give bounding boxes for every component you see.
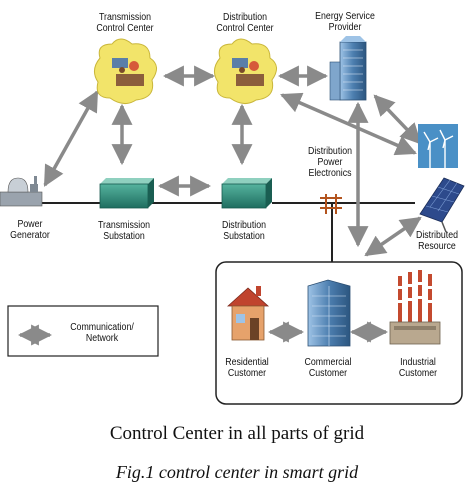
distribution-power-electronics-icon <box>320 194 342 214</box>
power-generator-icon <box>0 176 43 207</box>
industrial-plant-icon <box>389 270 441 345</box>
energy-service-provider-icon <box>329 36 367 101</box>
customer-region-box <box>215 261 463 405</box>
main-caption: Control Center in all parts of grid <box>109 423 365 444</box>
distribution-substation-icon <box>221 178 272 209</box>
distribution-control-center-icon <box>214 38 277 104</box>
commercial-building-icon <box>307 279 351 347</box>
power-lines <box>40 202 415 262</box>
commercial-customer-label: Commercial Customer <box>304 357 352 379</box>
residential-house-icon <box>226 286 270 341</box>
power-generator-label: Power Generator <box>10 219 50 241</box>
transmission-control-center-label: Transmission Control Center <box>96 12 154 34</box>
distributed-resource-label: Distributed Resource <box>415 230 459 252</box>
energy-service-provider-label: Energy Service Provider <box>315 11 375 33</box>
transmission-control-center-icon <box>94 38 157 104</box>
industrial-customer-label: Industrial Customer <box>398 357 438 379</box>
distributed-resource-icon <box>418 124 465 233</box>
transmission-substation-icon <box>99 178 154 209</box>
legend-box <box>7 305 159 357</box>
transmission-substation-label: Transmission Substation <box>97 220 151 242</box>
figure-caption: Fig.1 control center in smart grid <box>115 462 359 482</box>
communication-arrows <box>17 65 422 346</box>
legend-label: Communication/ Network <box>70 322 134 344</box>
distribution-control-center-label: Distribution Control Center <box>216 12 274 34</box>
residential-customer-label: Residential Customer <box>225 357 269 379</box>
distribution-substation-label: Distribution Substation <box>221 220 267 242</box>
distribution-power-electronics-label: Distribution Power Electronics <box>307 146 353 179</box>
